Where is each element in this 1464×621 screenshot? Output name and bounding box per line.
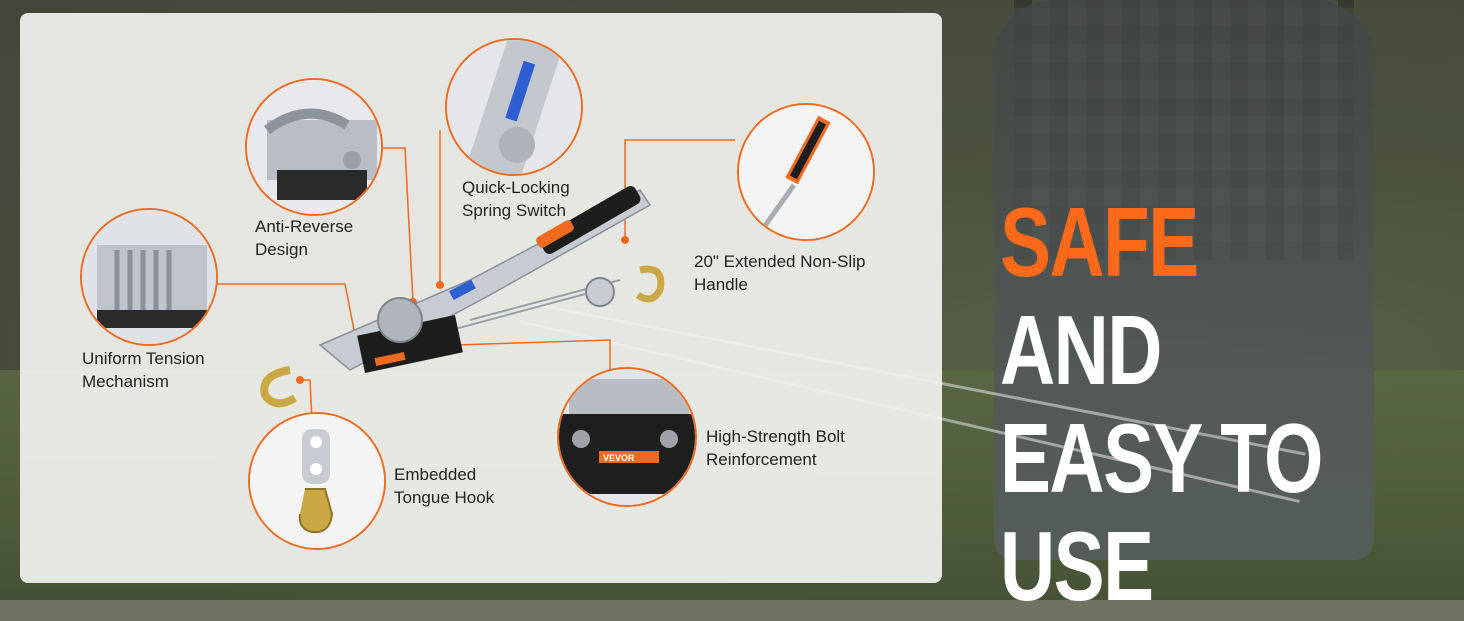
power-puller-product-image — [260, 186, 665, 408]
label-high-strength-bolt-reinforcement: High-Strength Bolt Reinforcement — [706, 427, 845, 469]
tension-mechanism-detail-image — [80, 208, 218, 346]
tongue-hook-detail-image — [248, 412, 386, 550]
headline-line-2: EASY TO USE — [1000, 403, 1323, 621]
vevor-logo: VEVOR — [603, 453, 635, 463]
background-person — [994, 0, 1374, 560]
label-quick-locking-spring-switch: Quick-Locking Spring Switch — [462, 178, 570, 220]
headline-accent-word: SAFE — [1000, 187, 1199, 297]
headline: SAFE AND EASY TO USE — [1000, 188, 1362, 620]
spring-switch-detail-image — [445, 38, 583, 176]
anti-reverse-detail-image — [245, 78, 383, 216]
label-embedded-tongue-hook: Embedded Tongue Hook — [394, 465, 495, 507]
label-extended-non-slip-handle: 20" Extended Non-Slip Handle — [694, 252, 866, 294]
headline-line-1: SAFE AND — [1000, 188, 1362, 404]
label-anti-reverse-design: Anti-Reverse Design — [255, 217, 354, 259]
handle-detail-image — [737, 103, 875, 241]
label-uniform-tension-mechanism: Uniform Tension Mechanism — [82, 349, 205, 391]
headline-line-1-rest: AND — [1000, 295, 1162, 405]
bolt-reinforcement-detail-image: VEVOR — [557, 367, 697, 507]
